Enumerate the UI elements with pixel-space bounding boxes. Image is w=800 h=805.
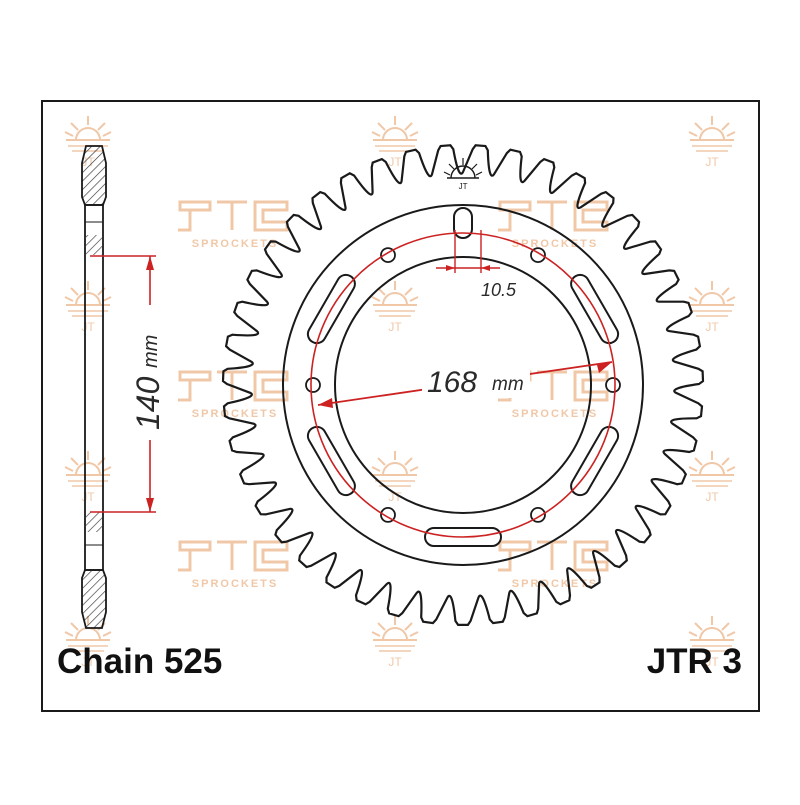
watermark-jt-logo: SPROCKETS — [178, 370, 289, 420]
bore-arrow-top — [146, 256, 154, 270]
jt-mark-text: JT — [459, 182, 468, 191]
watermark-sun-icon: JT — [688, 281, 736, 334]
jt-sun-icon: JT — [443, 158, 483, 191]
watermark-logo-text: SPROCKETS — [512, 238, 598, 250]
watermark-logo-text: SPROCKETS — [512, 578, 598, 590]
hole-dimension-value: 10.5 — [481, 280, 517, 300]
bore-dimension-value: 140 — [130, 376, 166, 430]
sprocket-outline — [221, 144, 705, 626]
watermark-mark-text: JT — [81, 655, 95, 669]
watermark-layer: JT JT JT JT JT JT JT JT JT JT JT JT SPROCKETS SPROCKE… — [64, 116, 736, 669]
pitch-dimension-unit: mm — [492, 374, 524, 395]
watermark-sun-icon: JT — [371, 281, 419, 334]
watermark-logo-text: SPROCKETS — [192, 408, 278, 420]
lightening-hole — [305, 377, 321, 393]
bore-arrow-bottom — [146, 498, 154, 512]
watermark-mark-text: JT — [705, 655, 719, 669]
watermark-logo-text: SPROCKETS — [512, 408, 598, 420]
hole-arrow-right — [481, 265, 490, 271]
pitch-label-bg — [422, 360, 530, 398]
watermark-logo-text: SPROCKETS — [192, 578, 278, 590]
bore-dimension-unit: mm — [140, 335, 162, 368]
pitch-arrow-right — [597, 362, 612, 373]
watermark-jt-logo: SPROCKETS — [498, 200, 609, 250]
pitch-circle — [310, 232, 616, 538]
watermark-mark-text: JT — [81, 320, 95, 334]
lightening-hole — [605, 377, 621, 393]
watermark-jt-logo: SPROCKETS — [498, 540, 609, 590]
watermark-sun-icon: JT — [371, 616, 419, 669]
watermark-logo-text: SPROCKETS — [192, 238, 278, 250]
watermark-mark-text: JT — [388, 490, 402, 504]
chain-size-label: Chain 525 — [57, 642, 223, 681]
watermark-mark-text: JT — [388, 155, 402, 169]
bolt-slot — [453, 207, 473, 239]
watermark-sun-icon: JT — [371, 451, 419, 504]
watermark-mark-text: JT — [705, 490, 719, 504]
watermark-mark-text: JT — [705, 320, 719, 334]
watermark-mark-text: JT — [705, 155, 719, 169]
hole-arrow-left — [446, 265, 455, 271]
watermark-sun-icon: JT — [688, 616, 736, 669]
watermark-sun-icon: JT — [64, 281, 112, 334]
pitch-arrow-left — [318, 398, 333, 408]
watermark-sun-icon: JT — [688, 451, 736, 504]
bore-circle — [334, 256, 592, 514]
watermark-sun-icon: JT — [371, 116, 419, 169]
watermark-jt-logo: SPROCKETS — [178, 200, 289, 250]
watermark-mark-text: JT — [81, 490, 95, 504]
watermark-jt-logo: SPROCKETS — [178, 540, 289, 590]
drawing-frame — [41, 100, 760, 712]
watermark-sun-icon: JT — [64, 451, 112, 504]
hub-outer-circle — [282, 204, 644, 566]
watermark-mark-text: JT — [388, 655, 402, 669]
pitch-dimension-value: 168 — [427, 366, 477, 399]
sprocket-side-profile — [81, 145, 107, 629]
watermark-sun-icon: JT — [688, 116, 736, 169]
watermark-mark-text: JT — [388, 320, 402, 334]
part-number-label: JTR 3 — [646, 642, 742, 681]
